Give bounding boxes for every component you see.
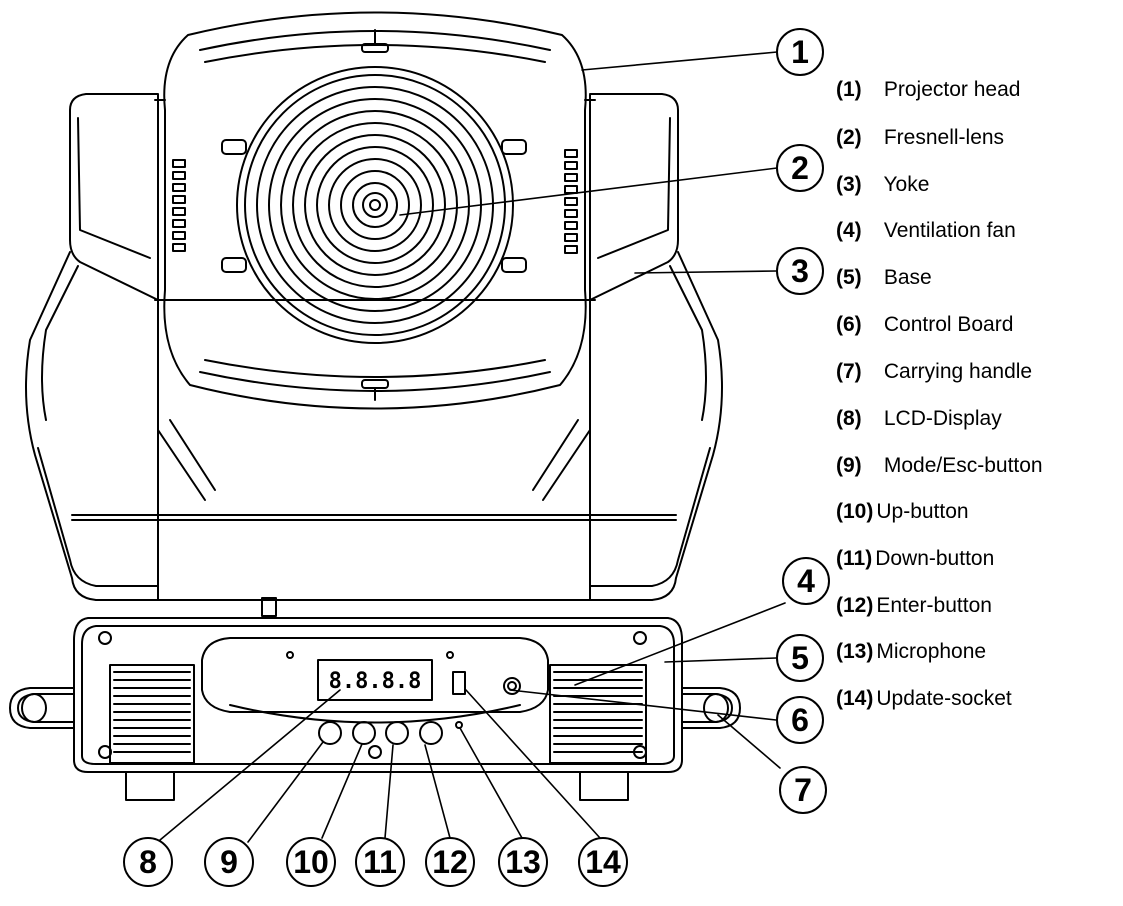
callout-number: 4 (797, 563, 815, 599)
leader-lines (159, 51, 786, 843)
legend-number: (8) (836, 407, 862, 430)
legend-number: (2) (836, 126, 862, 149)
legend-item: (13)Microphone (836, 638, 986, 666)
legend-label: Carrying handle (883, 360, 1033, 383)
lcd-display (317, 659, 433, 701)
callout-number: 10 (293, 844, 329, 880)
carrying-handles (9, 687, 741, 729)
callout-number: 13 (505, 844, 541, 880)
legend-label: Ventilation fan (883, 219, 1016, 242)
legend-item: (4) Ventilation fan (836, 217, 1016, 245)
legend-label: Update-socket (876, 687, 1012, 710)
legend-item: (12)Enter-button (836, 592, 992, 620)
callout-number: 8 (139, 844, 157, 880)
legend-label: Down-button (875, 547, 995, 570)
callout-number: 1 (791, 34, 809, 70)
legend-label: Control Board (883, 313, 1014, 336)
legend-number: (11) (836, 547, 873, 570)
legend-label: LCD-Display (883, 407, 1002, 430)
callout-circles (123, 28, 830, 887)
mode-esc-button[interactable] (318, 721, 342, 745)
legend-item: (2) Fresnell-lens (836, 124, 1004, 152)
legend-number: (6) (836, 313, 862, 336)
legend-item: (14)Update-socket (836, 685, 1012, 713)
up-button[interactable] (352, 721, 376, 745)
legend-item: (9) Mode/Esc-button (836, 452, 1043, 480)
head-vent-right (564, 149, 578, 254)
projector-head (154, 11, 596, 410)
legend-number: (14) (836, 687, 874, 710)
callout-number: 11 (363, 844, 397, 880)
enter-button[interactable] (419, 721, 443, 745)
legend-label: Enter-button (876, 594, 992, 617)
legend-item: (10)Up-button (836, 498, 969, 526)
legend-item: (8) LCD-Display (836, 405, 1002, 433)
legend-item: (1) Projector head (836, 76, 1020, 104)
callout-number: 14 (585, 844, 621, 880)
callout-number: 7 (794, 772, 812, 808)
microphone (455, 721, 463, 729)
legend-label: Yoke (883, 173, 930, 196)
legend-label: Microphone (876, 640, 987, 663)
down-button[interactable] (385, 721, 409, 745)
callout-number: 12 (432, 844, 468, 880)
callout-number: 2 (791, 150, 809, 186)
legend-label: Mode/Esc-button (883, 454, 1043, 477)
legend-item: (6) Control Board (836, 311, 1013, 339)
legend-number: (7) (836, 360, 862, 383)
legend-item: (11)Down-button (836, 545, 994, 573)
legend-number: (13) (836, 640, 874, 663)
legend-label: Base (883, 266, 932, 289)
head-vent-left (172, 159, 186, 252)
yoke (25, 93, 723, 601)
legend-number: (3) (836, 173, 862, 196)
legend-number: (4) (836, 219, 862, 242)
ventilation-fan-right (549, 664, 647, 764)
legend-number: (10) (836, 500, 874, 523)
callout-number: 3 (791, 253, 809, 289)
callout-number: 6 (791, 702, 809, 738)
legend-item: (7) Carrying handle (836, 358, 1032, 386)
fresnel-lens (236, 66, 514, 344)
legend-number: (1) (836, 78, 862, 101)
legend-item: (3) Yoke (836, 171, 929, 199)
legend-number: (12) (836, 594, 874, 617)
legend-item: (5) Base (836, 264, 932, 292)
callout-number: 9 (220, 844, 238, 880)
callout-number: 5 (791, 640, 809, 676)
legend-label: Projector head (883, 78, 1021, 101)
legend-number: (9) (836, 454, 862, 477)
legend-label: Fresnell-lens (883, 126, 1005, 149)
lcd-readout: 8.8.8.8 (329, 669, 422, 694)
update-socket[interactable] (452, 671, 466, 695)
legend-label: Up-button (876, 500, 969, 523)
legend-number: (5) (836, 266, 862, 289)
ventilation-fan-left (109, 664, 195, 764)
